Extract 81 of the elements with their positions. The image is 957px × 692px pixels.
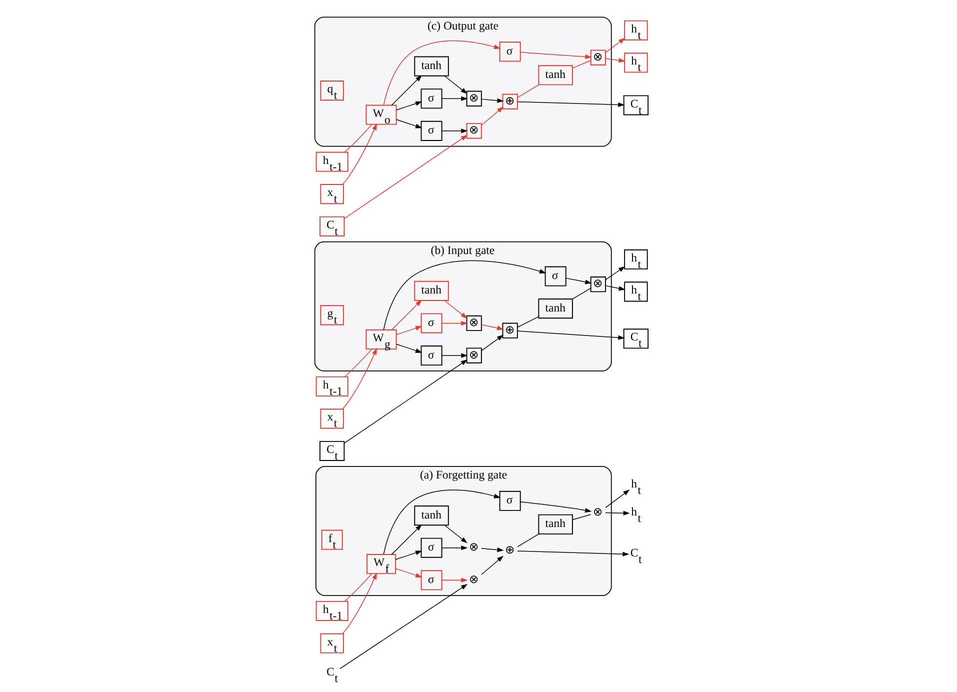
- node-box: tanh: [414, 280, 449, 301]
- arrow: [342, 123, 377, 185]
- node-box: σ: [420, 313, 442, 334]
- node-box: σ: [420, 538, 442, 558]
- arrow: [442, 128, 468, 134]
- connector: [517, 84, 540, 98]
- arrow: [342, 572, 377, 634]
- arrow: [383, 40, 501, 106]
- arrow: [481, 106, 504, 126]
- node-box: ⊕: [502, 322, 518, 338]
- arrow: [391, 300, 422, 330]
- arrow: [444, 76, 468, 94]
- arrow: [520, 502, 592, 513]
- node-box: ⊗: [466, 90, 482, 106]
- arrow: [566, 278, 592, 284]
- arrow: [605, 38, 626, 53]
- arrow: [391, 75, 422, 106]
- arrow: [344, 134, 468, 219]
- node-box: σ: [420, 120, 442, 141]
- node-box: σ: [420, 88, 442, 109]
- connector: [517, 316, 539, 328]
- arrow: [344, 359, 468, 444]
- arrow: [517, 550, 630, 556]
- arrow: [395, 550, 422, 560]
- arrow: [481, 547, 504, 552]
- connector: [572, 60, 592, 69]
- arrow: [605, 490, 630, 508]
- arrow: [396, 119, 422, 128]
- arrow: [442, 320, 468, 326]
- connector: [344, 573, 372, 602]
- arrow: [396, 101, 422, 110]
- node-text: ⊗: [468, 572, 479, 586]
- arrow: [605, 266, 626, 280]
- arrow: [481, 334, 504, 352]
- node-box: ⊗: [590, 276, 606, 292]
- node-box: ⊗: [466, 348, 482, 364]
- node-box: tanh: [414, 506, 449, 526]
- node-box: tanh: [538, 514, 573, 534]
- arrow: [481, 556, 504, 575]
- node-box: σ: [420, 346, 442, 366]
- node-box: ⊗: [466, 315, 482, 332]
- arrow: [520, 52, 592, 59]
- arrow: [396, 326, 422, 335]
- connector: [517, 534, 540, 548]
- connector: [344, 124, 372, 152]
- arrow: [517, 101, 625, 108]
- connector: [572, 514, 592, 520]
- arrow: [442, 96, 468, 101]
- arrow: [444, 524, 468, 544]
- node-box: σ: [420, 570, 442, 590]
- node-box: tanh: [538, 298, 573, 319]
- node-text: ⊗: [468, 540, 479, 554]
- node-box: tanh: [414, 56, 449, 76]
- node-box: σ: [499, 490, 521, 511]
- node-box: ⊗: [590, 50, 606, 66]
- arrow: [605, 285, 626, 291]
- arrow: [442, 578, 468, 582]
- arrow: [605, 510, 630, 516]
- arrow: [383, 490, 501, 555]
- node-box: ⊕: [502, 94, 518, 110]
- arrow: [396, 344, 422, 353]
- arrow: [442, 546, 468, 550]
- arrow: [383, 260, 546, 330]
- node-box: σ: [544, 266, 566, 286]
- node-box: tanh: [538, 65, 573, 86]
- arrow: [340, 584, 468, 669]
- arrow: [444, 300, 468, 319]
- arrow: [517, 330, 625, 340]
- node-text: ⊗: [593, 505, 604, 518]
- arrow: [342, 348, 377, 410]
- node-box: ⊗: [466, 123, 482, 139]
- node-text: ⊕: [504, 544, 515, 557]
- arrow: [442, 353, 468, 358]
- arrow: [395, 568, 422, 578]
- node-box: σ: [499, 42, 521, 62]
- arrow: [605, 58, 626, 63]
- arrow: [481, 98, 504, 103]
- arrow: [391, 524, 422, 555]
- connector: [572, 288, 592, 300]
- connector: [344, 348, 372, 378]
- arrow: [481, 324, 504, 330]
